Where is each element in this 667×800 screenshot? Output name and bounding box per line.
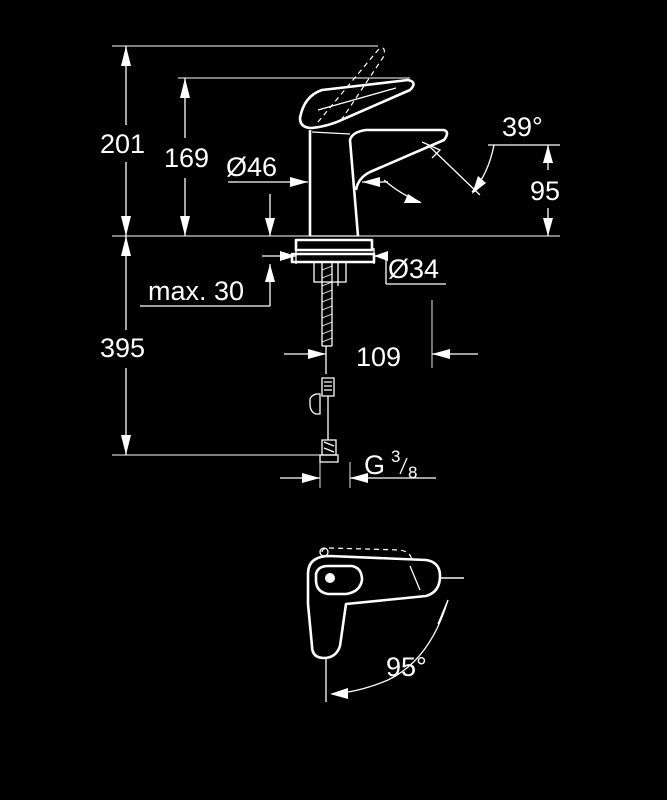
thread-base-label: G bbox=[364, 450, 385, 480]
dimension-spout-height: 95 bbox=[530, 145, 560, 236]
dimension-thread: G 3 8 bbox=[280, 447, 436, 483]
faucet-top-view: 95° bbox=[306, 547, 464, 702]
dimension-201: 201 bbox=[100, 46, 145, 236]
faucet-body bbox=[298, 47, 449, 237]
dimension-max-deck: max. 30 bbox=[140, 194, 275, 307]
lever-angle-label: 39° bbox=[502, 112, 543, 142]
thread-numerator-label: 3 bbox=[391, 447, 400, 466]
hole-diameter-label: Ø34 bbox=[388, 254, 439, 284]
mounting-assembly bbox=[290, 238, 376, 463]
thread-denominator-label: 8 bbox=[408, 463, 417, 482]
swivel-angle-label: 95° bbox=[386, 652, 427, 682]
spout-height-label: 95 bbox=[530, 176, 560, 206]
dimension-395: 395 bbox=[100, 236, 145, 455]
dimension-body-diameter: Ø46 bbox=[226, 152, 388, 187]
below-deck-label: 395 bbox=[100, 333, 145, 363]
height-spout-label: 169 bbox=[164, 143, 209, 173]
dimension-lever-angle: 39° bbox=[383, 112, 560, 203]
height-total-label: 201 bbox=[100, 129, 145, 159]
reach-label: 109 bbox=[356, 342, 401, 372]
extension-lines bbox=[112, 45, 560, 488]
body-diameter-label: Ø46 bbox=[226, 152, 277, 182]
dimension-reach: 109 bbox=[284, 342, 478, 372]
dimension-169: 169 bbox=[164, 78, 209, 236]
max-deck-label: max. 30 bbox=[148, 276, 244, 306]
dimension-hole-diameter: Ø34 bbox=[262, 248, 446, 285]
